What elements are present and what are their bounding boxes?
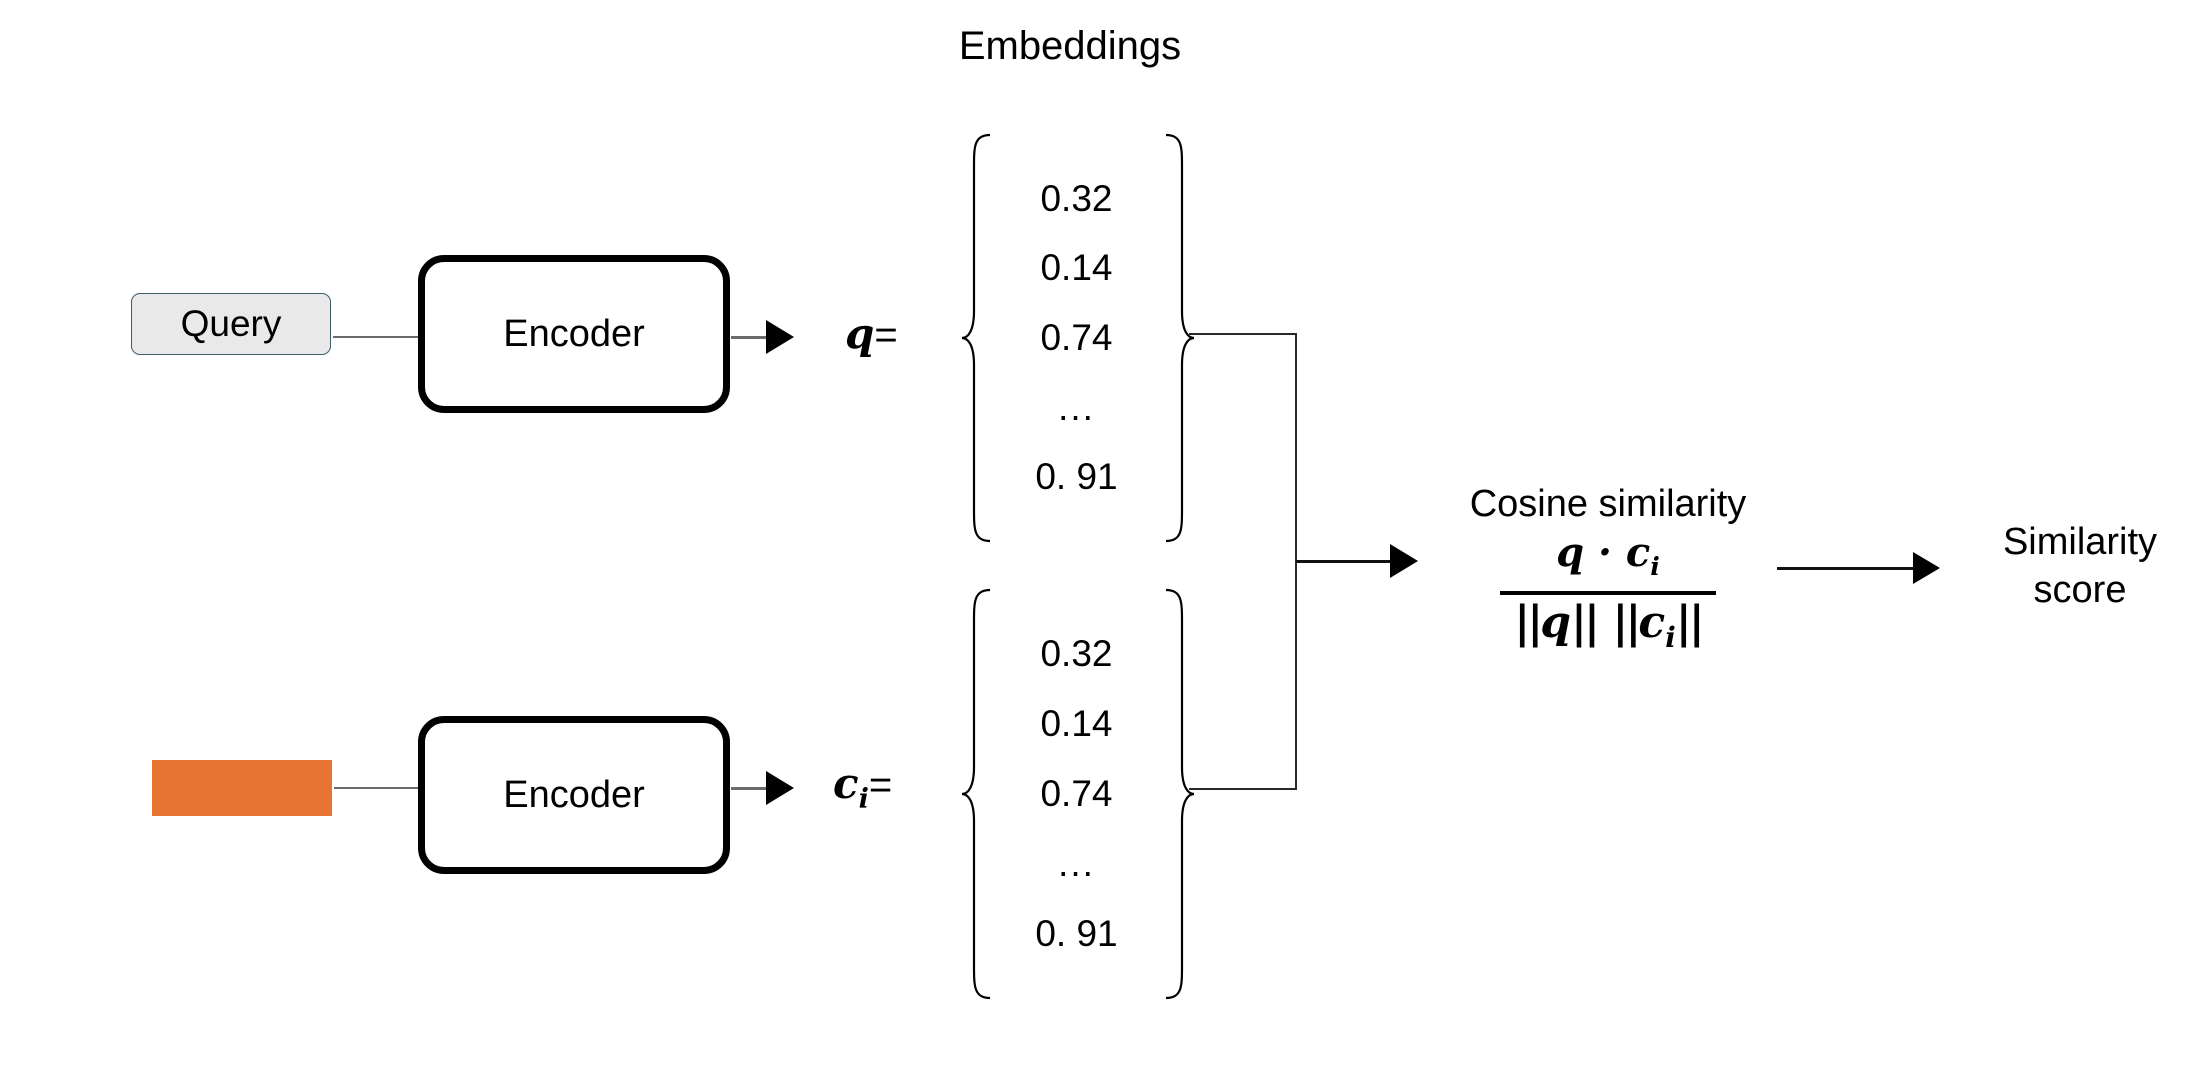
vector-ci-label: ci=: [833, 762, 892, 821]
arrow-encoder-bottom-to-ci-head: [766, 771, 794, 805]
numerator-expression: q · c: [1556, 529, 1651, 576]
arrow-encoder-bottom-to-ci-shaft: [731, 787, 771, 790]
vector-ci-open-brace: [960, 588, 994, 1000]
merge-bracket-bottom-edge: [1189, 788, 1297, 790]
norm-q-close: ||: [1571, 597, 1600, 648]
vector-q-value: 0.74: [1040, 316, 1113, 358]
vector-q-value: 0. 91: [1035, 456, 1118, 498]
vector-ci-equals: =: [868, 763, 893, 807]
encoder-top-label: Encoder: [503, 313, 645, 355]
vector-ci-ellipsis: ...: [1058, 843, 1095, 884]
similarity-score-label: Similarity score: [1955, 518, 2205, 614]
norm-ci-close: ||: [1675, 597, 1705, 648]
vector-ci-subscript: i: [858, 783, 869, 815]
context-box-redacted[interactable]: [152, 760, 332, 816]
vector-ci-close-brace: [1162, 588, 1196, 1000]
merge-bracket-top-edge: [1189, 333, 1297, 335]
vector-q-ellipsis: ...: [1058, 386, 1095, 428]
vector-ci-symbol: c: [833, 759, 859, 808]
arrow-to-score-shaft: [1777, 567, 1919, 570]
arrow-to-cosine-shaft: [1296, 560, 1396, 563]
vector-q-value: 0.32: [1040, 177, 1113, 219]
norm-ci-open: ||: [1612, 597, 1641, 648]
encoder-box-top[interactable]: Encoder: [418, 255, 730, 413]
fraction-bar: [1500, 591, 1716, 595]
connector-context-to-encoder: [334, 787, 420, 790]
vector-ci-value: 0.74: [1040, 773, 1113, 814]
vector-q-close-brace: [1162, 133, 1196, 543]
vector-q-values: 0.32 0.14 0.74 ... 0. 91: [994, 133, 1159, 543]
connector-query-to-encoder: [333, 336, 419, 339]
norm-ci-symbol: c: [1638, 597, 1666, 648]
arrow-encoder-top-to-q-head: [766, 320, 794, 354]
merge-bracket: [1189, 333, 1297, 790]
vector-q-group: 0.32 0.14 0.74 ... 0. 91: [960, 133, 1196, 543]
vector-ci-value: 0. 91: [1035, 913, 1118, 954]
norm-q-symbol: q: [1540, 597, 1572, 648]
vector-ci-group: 0.32 0.14 0.74 ... 0. 91: [960, 588, 1196, 1000]
vector-q-open-brace: [960, 133, 994, 543]
encoder-bottom-label: Encoder: [503, 774, 645, 816]
query-box[interactable]: Query: [131, 293, 331, 355]
vector-ci-value: 0.14: [1040, 703, 1113, 744]
cosine-denominator: ||q|| ||ci||: [1500, 597, 1715, 664]
query-label: Query: [180, 303, 282, 344]
vector-ci-values: 0.32 0.14 0.74 ... 0. 91: [994, 588, 1159, 1000]
numerator-subscript: i: [1650, 551, 1660, 581]
norm-q-open: ||: [1514, 597, 1543, 648]
arrow-to-score-head: [1913, 552, 1940, 584]
arrow-to-cosine-head: [1390, 544, 1418, 578]
cosine-numerator: q · ci: [1500, 530, 1715, 589]
cosine-similarity-title: Cosine similarity: [1469, 483, 1747, 525]
similarity-score-line2: score: [2033, 569, 2127, 611]
cosine-fraction: q · ci ||q|| ||ci||: [1500, 530, 1716, 664]
similarity-score-line1: Similarity: [2002, 521, 2158, 563]
norm-ci-subscript: i: [1665, 620, 1676, 654]
vector-q-equals: =: [874, 313, 898, 357]
arrow-encoder-top-to-q-shaft: [731, 336, 771, 339]
embeddings-title: Embeddings: [958, 24, 1182, 68]
vector-ci-value: 0.32: [1040, 633, 1113, 674]
vector-q-value: 0.14: [1040, 247, 1113, 289]
cosine-similarity-block: Cosine similarity q · ci ||q|| ||ci||: [1423, 482, 1793, 664]
vector-q-label: q=: [845, 309, 898, 358]
encoder-box-bottom[interactable]: Encoder: [418, 716, 730, 874]
vector-q-symbol: q: [845, 309, 875, 358]
